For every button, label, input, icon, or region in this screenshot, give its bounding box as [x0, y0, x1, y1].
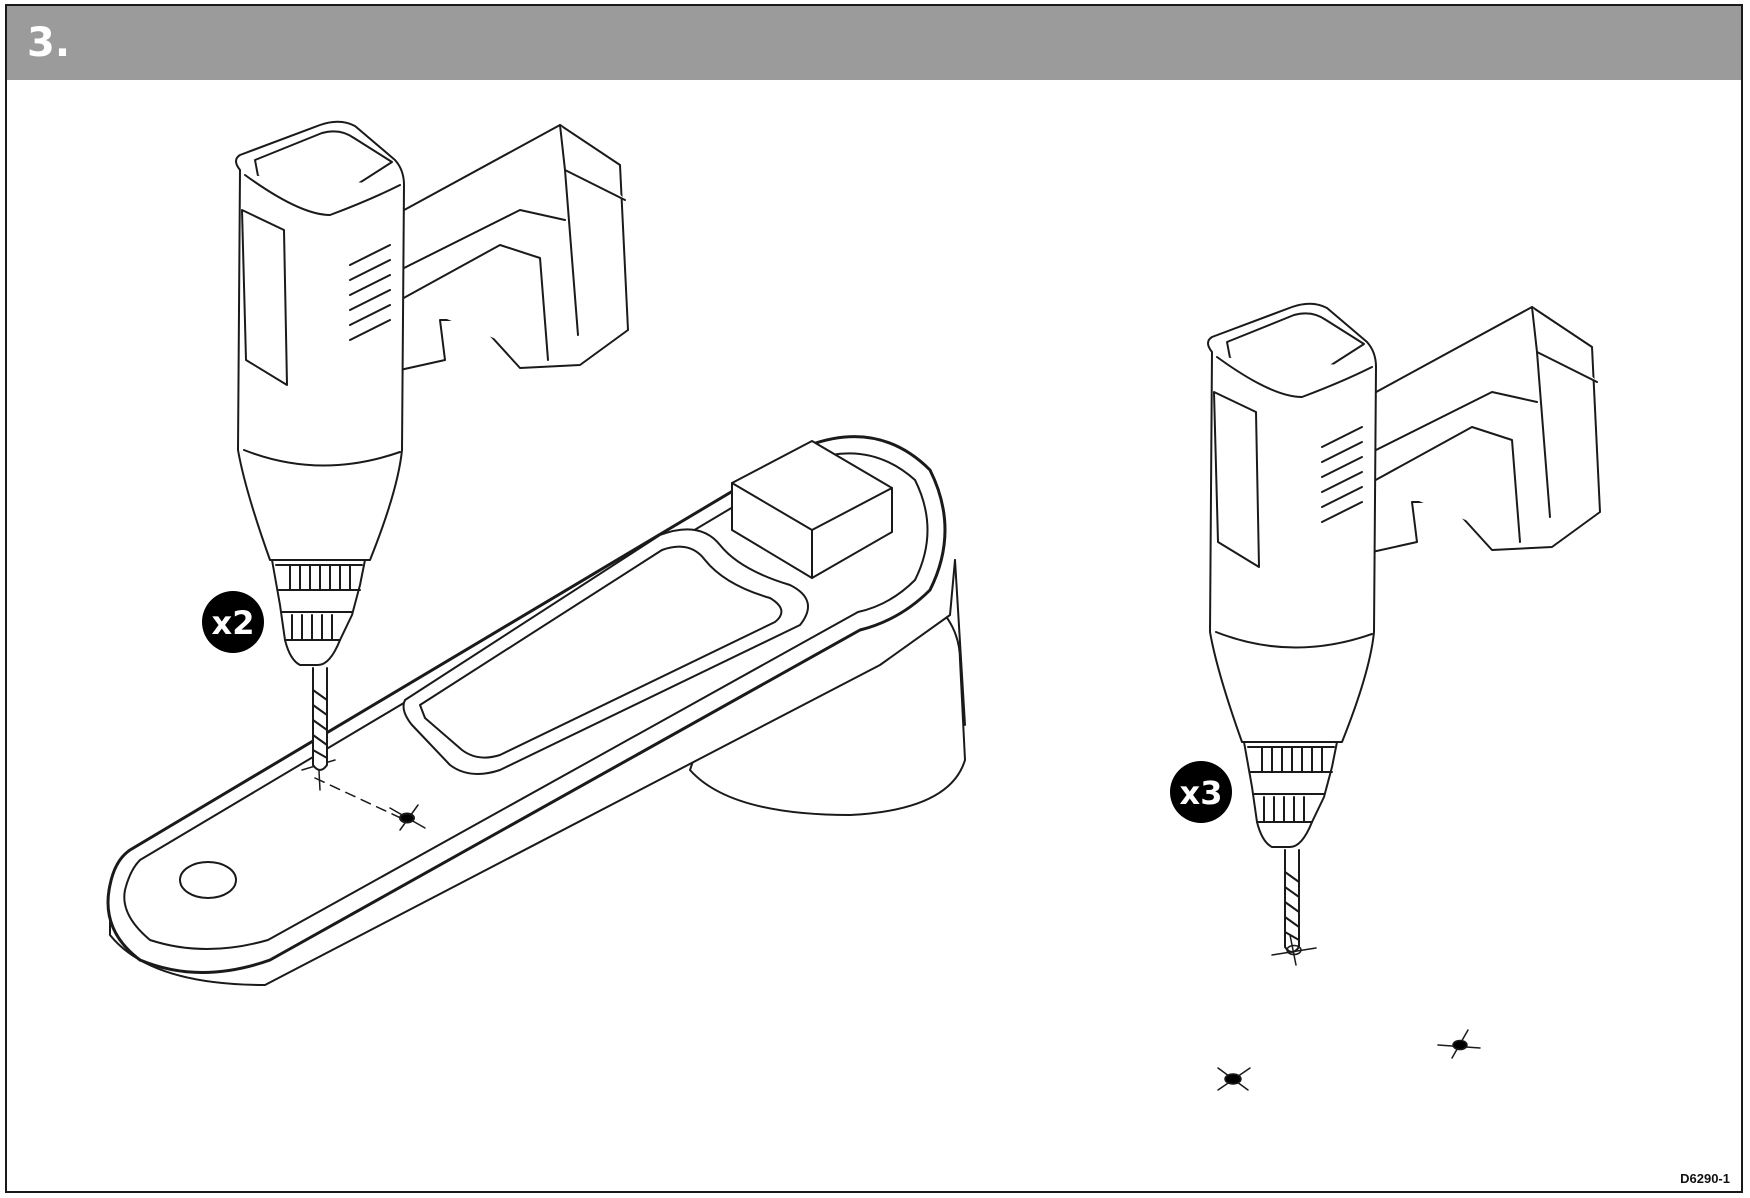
step-header: 3.	[7, 6, 1741, 80]
step-number: 3.	[27, 20, 71, 66]
figure-reference: D6290-1	[1680, 1171, 1730, 1186]
drill-mark-icon	[1217, 1067, 1251, 1091]
drill-icon	[1207, 302, 1601, 953]
quantity-badge-x2: x2	[202, 591, 264, 653]
mounting-bracket-icon	[106, 435, 966, 986]
drill-mark-icon	[1271, 934, 1317, 966]
drill-mark-icon	[1437, 1029, 1481, 1059]
badge-x3-label: x3	[1180, 774, 1223, 812]
drill-icon	[235, 120, 629, 771]
quantity-badge-x3: x3	[1170, 761, 1232, 823]
badge-x2-label: x2	[212, 604, 255, 642]
